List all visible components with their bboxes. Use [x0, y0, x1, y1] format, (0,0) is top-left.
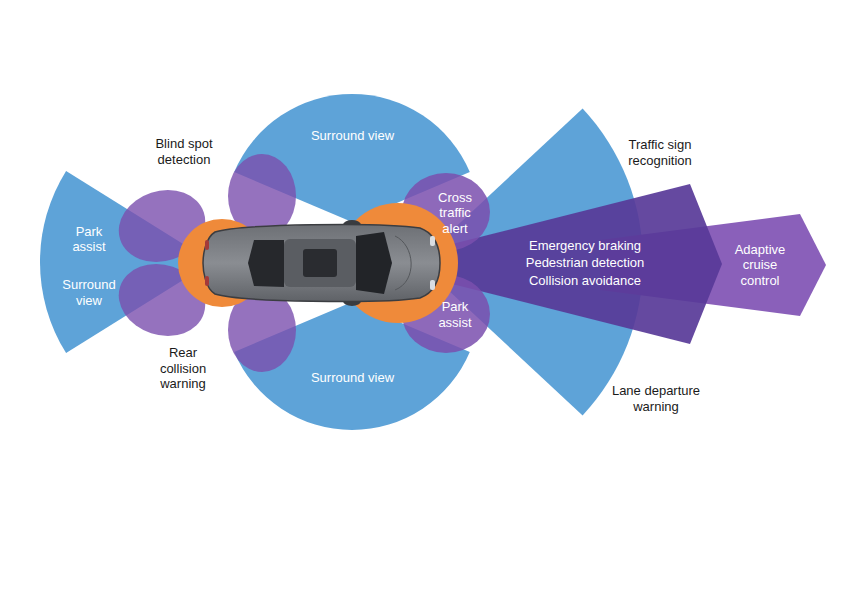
- mirror: [343, 296, 361, 306]
- feature-label: Traffic sign recognition: [612, 137, 708, 168]
- zone-shape: [40, 171, 212, 353]
- side-lobe: [228, 288, 296, 372]
- zone-label: Park assist: [61, 224, 117, 255]
- zone-text-area: Surround view: [295, 124, 410, 148]
- zone-label: Surround view: [311, 128, 394, 144]
- windshield: [356, 232, 392, 294]
- zone-label: Adaptive cruise control: [727, 242, 793, 289]
- zone-text-area: Emergency brakingPedestrian detectionCol…: [500, 232, 670, 294]
- rear-lobe: [109, 179, 214, 273]
- feature-label: Rear collision warning: [150, 345, 216, 392]
- taillight: [205, 240, 209, 250]
- feature-label: Blind spot detection: [145, 136, 223, 167]
- headlight: [430, 236, 435, 246]
- hood-line: [395, 236, 411, 290]
- ultrasonic-halo: [338, 203, 458, 323]
- zone-outline: [36, 168, 214, 358]
- zone-text-area: Park assistSurround view: [54, 214, 124, 318]
- side-lobe: [228, 154, 296, 238]
- mirror: [343, 220, 361, 230]
- zone-shape: [452, 184, 722, 344]
- ultrasonic-halo: [178, 219, 266, 307]
- zone-label: Emergency braking: [529, 238, 641, 254]
- car-body: [203, 225, 440, 302]
- zone-text-area: Park assist: [428, 296, 482, 334]
- taillight: [205, 276, 209, 286]
- zone-shape: [402, 173, 490, 251]
- headlight: [430, 280, 435, 290]
- radar-lobe: Park assist: [400, 274, 492, 354]
- sensor-lobes: [109, 154, 296, 372]
- zone-label: Collision avoidance: [529, 273, 641, 289]
- roof: [284, 239, 356, 287]
- zone-label: Pedestrian detection: [526, 255, 645, 271]
- zone-label: Surround view: [311, 370, 394, 386]
- zone-text-area: Adaptive cruise control: [726, 234, 794, 296]
- zone-label: Park assist: [428, 299, 482, 330]
- sunroof: [303, 249, 337, 277]
- car: [203, 220, 440, 306]
- zone-text-area: Cross traffic alert: [428, 186, 482, 240]
- zone-shape: [402, 275, 490, 353]
- feature-label: Lane departure warning: [604, 383, 708, 414]
- camera-zone: Park assistSurround view: [36, 168, 214, 358]
- rear-lobe: [109, 253, 214, 347]
- radar-lobe: Cross traffic alert: [400, 172, 492, 252]
- zone-label: Cross traffic alert: [428, 190, 482, 237]
- rear-window: [248, 240, 284, 287]
- zone-label: Surround view: [56, 277, 122, 308]
- zone-text-area: Surround view: [295, 366, 410, 390]
